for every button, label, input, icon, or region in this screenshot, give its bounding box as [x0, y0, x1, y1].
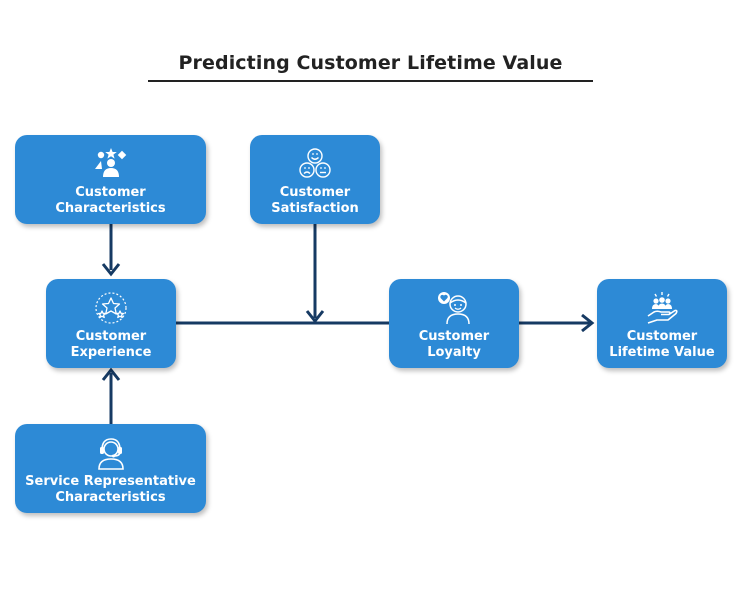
node-service-representative-characteristics: Service Representative Characteristics	[15, 424, 206, 513]
smiley-faces-icon	[299, 148, 331, 178]
page-title: Predicting Customer Lifetime Value	[178, 52, 563, 74]
star-rating-icon	[95, 292, 127, 324]
node-label: Customer Lifetime Value	[609, 329, 715, 360]
node-label: Customer Satisfaction	[271, 185, 359, 216]
people-star-icon	[94, 148, 126, 177]
arrowhead-loyalty-to-clv	[581, 313, 595, 333]
hand-people-icon	[647, 292, 678, 324]
headset-agent-icon	[97, 438, 124, 470]
node-label: Customer Experience	[70, 329, 152, 360]
node-customer-loyalty: Customer Loyalty	[389, 279, 519, 368]
title-underline	[148, 80, 593, 82]
arrowhead-satisfaction-moderator	[305, 310, 325, 324]
node-customer-lifetime-value: Customer Lifetime Value	[597, 279, 727, 368]
heart-person-icon	[438, 292, 470, 325]
node-customer-satisfaction: Customer Satisfaction	[250, 135, 380, 224]
arrowhead-service-rep-to-experience	[101, 367, 121, 381]
node-customer-experience: Customer Experience	[46, 279, 176, 368]
node-label: Customer Loyalty	[418, 329, 490, 360]
node-customer-characteristics: Customer Characteristics	[15, 135, 206, 224]
node-label: Customer Characteristics	[55, 185, 166, 216]
arrowhead-characteristics-to-experience	[101, 263, 121, 277]
node-label: Service Representative Characteristics	[25, 474, 196, 505]
